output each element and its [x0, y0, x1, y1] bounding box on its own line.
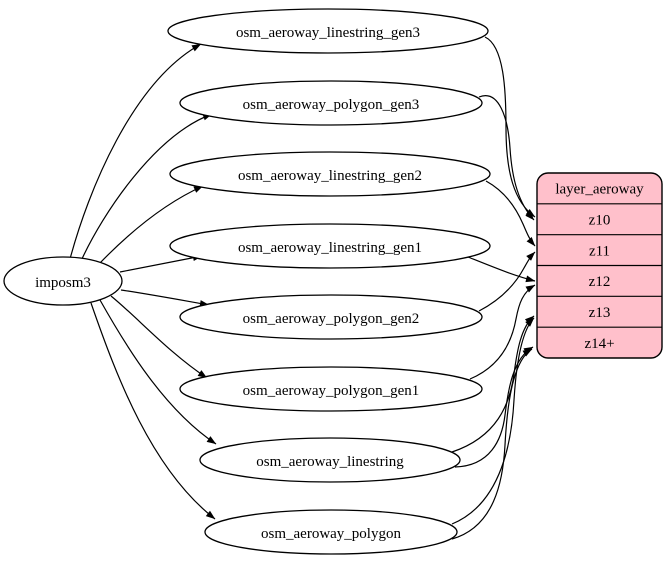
layer-row-z12: z12	[589, 274, 611, 290]
edge-osm_aeroway_polygon_gen3-z10	[478, 95, 535, 221]
edge-osm_aeroway_polygon-z13	[451, 317, 535, 525]
layer-row-z13: z13	[589, 305, 611, 321]
edges-tables-to-layer	[451, 36, 536, 540]
edge-osm_aeroway_linestring-z14	[454, 346, 534, 468]
table-ellipse	[167, 8, 489, 54]
node-layer_aeroway: layer_aeroway z10 z11 z12 z13 z14+	[536, 172, 663, 359]
table-ellipse	[199, 437, 461, 483]
edge-osm_aeroway_polygon_gen2-z11	[478, 251, 536, 312]
edge-osm_aeroway_polygon-z14	[451, 348, 533, 540]
node-osm_aeroway_linestring_gen2: osm_aeroway_linestring_gen2	[169, 151, 491, 197]
imposm3-ellipse	[3, 256, 123, 306]
table-ellipse	[179, 294, 483, 340]
edge-imposm3-osm_aeroway_polygon_gen3	[80, 113, 213, 262]
table-ellipse	[179, 80, 483, 126]
edge-osm_aeroway_linestring-z13	[451, 315, 535, 453]
table-label: osm_aeroway_linestring_gen1	[238, 240, 422, 256]
edge-imposm3-osm_aeroway_linestring_gen1	[119, 254, 203, 273]
edge-imposm3-osm_aeroway_polygon_gen1	[110, 295, 208, 379]
node-osm_aeroway_linestring: osm_aeroway_linestring	[199, 437, 461, 483]
table-ellipse	[169, 151, 491, 197]
table-label: osm_aeroway_polygon	[261, 526, 401, 542]
table-ellipse	[204, 509, 458, 555]
edge-imposm3-osm_aeroway_linestring	[99, 299, 217, 445]
node-osm_aeroway_polygon_gen1: osm_aeroway_polygon_gen1	[179, 366, 483, 412]
node-osm_aeroway_linestring_gen3: osm_aeroway_linestring_gen3	[167, 8, 489, 54]
table-label: osm_aeroway_polygon_gen2	[243, 311, 420, 327]
layer-row-z14: z14+	[584, 336, 614, 352]
node-imposm3: imposm3	[3, 256, 123, 306]
edge-imposm3-osm_aeroway_polygon_gen2	[120, 289, 210, 307]
edge-imposm3-osm_aeroway_linestring_gen2	[98, 185, 204, 265]
table-label: osm_aeroway_linestring_gen3	[236, 25, 420, 41]
node-osm_aeroway_polygon_gen2: osm_aeroway_polygon_gen2	[179, 294, 483, 340]
edges-source-to-tables	[69, 43, 217, 520]
node-osm_aeroway_polygon_gen3: osm_aeroway_polygon_gen3	[179, 80, 483, 126]
edge-imposm3-osm_aeroway_linestring_gen3	[69, 43, 202, 260]
imposm3-label: imposm3	[35, 275, 91, 291]
layer-title: layer_aeroway	[555, 182, 644, 198]
layer-row-z11: z11	[589, 243, 610, 259]
edge-osm_aeroway_linestring_gen1-z12	[467, 256, 536, 283]
edge-imposm3-osm_aeroway_polygon	[90, 302, 216, 520]
table-label: osm_aeroway_linestring_gen2	[238, 168, 422, 184]
edge-osm_aeroway_polygon_gen1-z12	[469, 284, 536, 380]
table-label: osm_aeroway_polygon_gen1	[243, 383, 420, 399]
table-label: osm_aeroway_polygon_gen3	[243, 97, 420, 113]
node-osm_aeroway_polygon: osm_aeroway_polygon	[204, 509, 458, 555]
edge-osm_aeroway_linestring_gen3-z10	[484, 36, 536, 218]
table-ellipse	[179, 366, 483, 412]
table-label: osm_aeroway_linestring	[256, 454, 404, 470]
table-ellipse	[169, 223, 491, 269]
layer-row-z10: z10	[589, 213, 611, 229]
node-osm_aeroway_linestring_gen1: osm_aeroway_linestring_gen1	[169, 223, 491, 269]
edge-osm_aeroway_linestring_gen2-z11	[485, 180, 536, 247]
